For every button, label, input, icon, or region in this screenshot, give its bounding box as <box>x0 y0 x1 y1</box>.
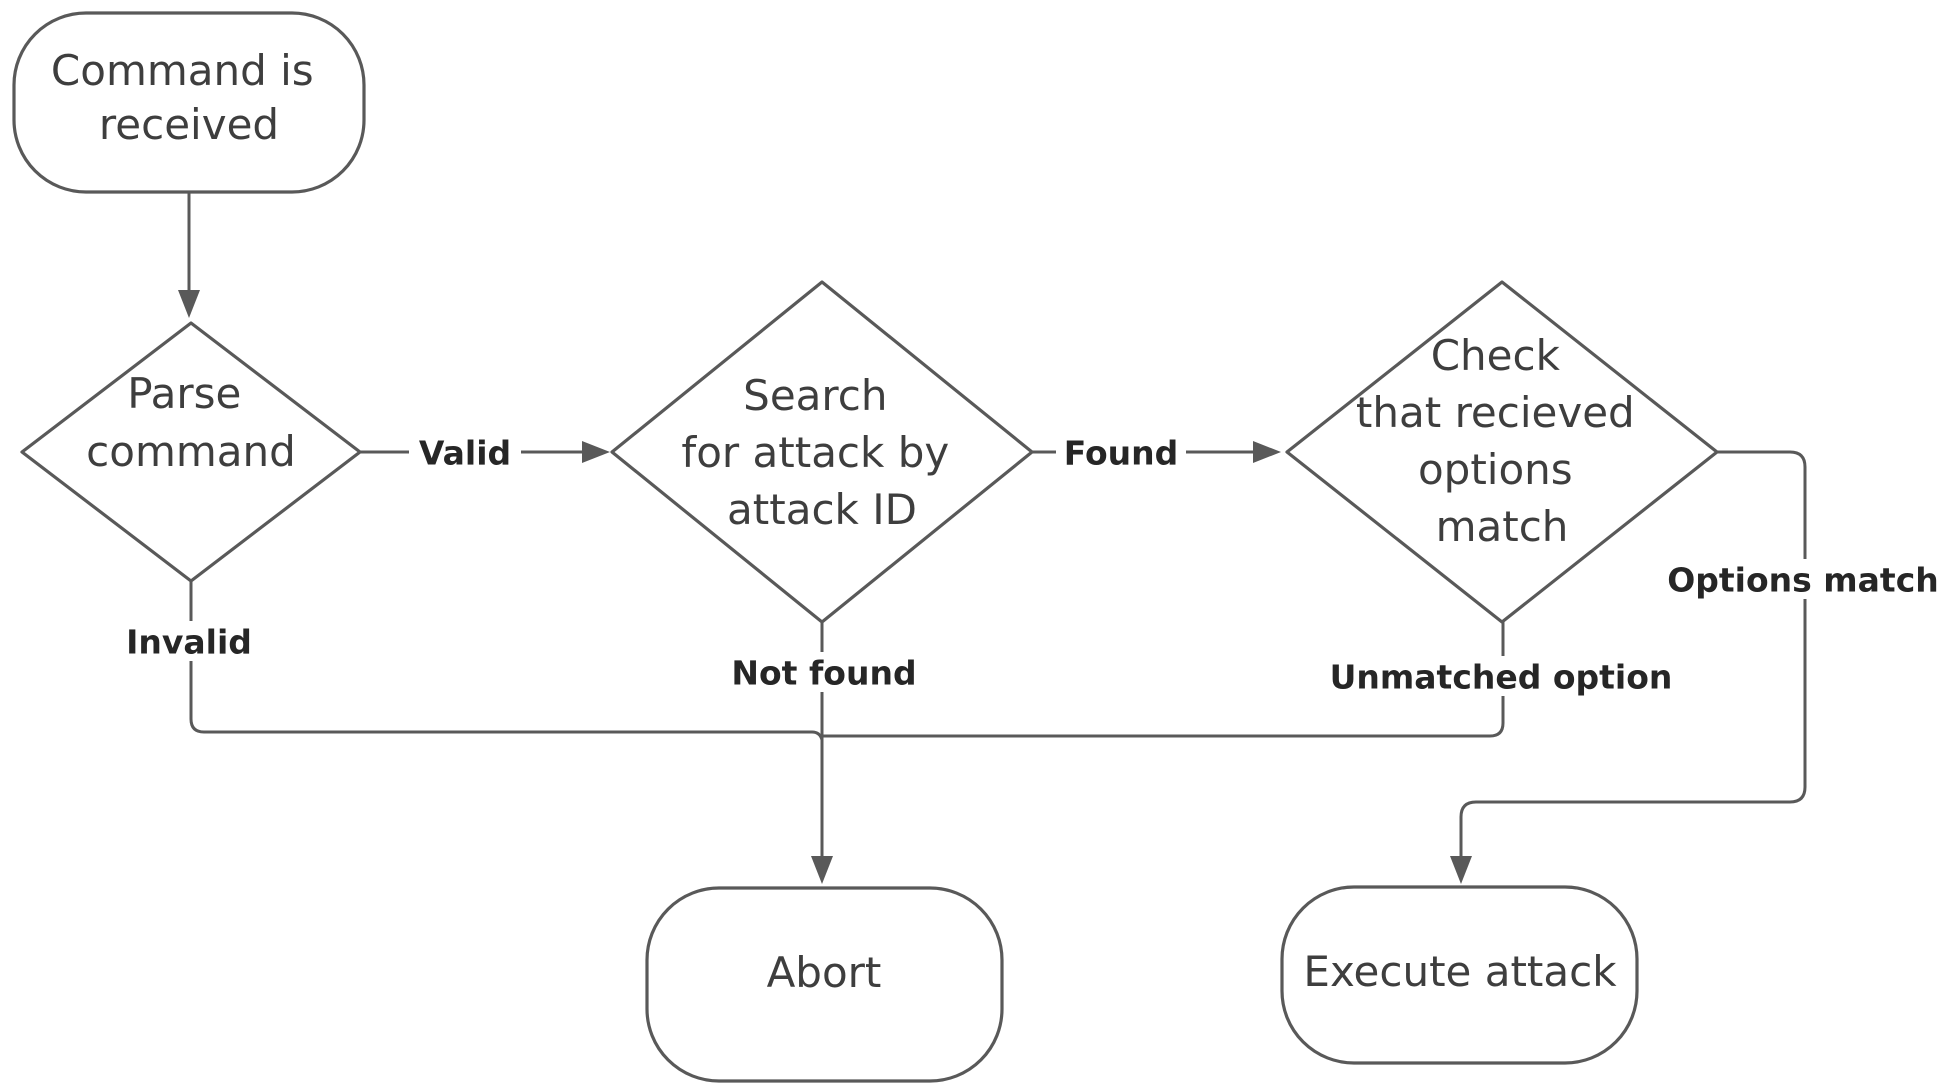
edge-label-invalid-bg <box>119 621 259 661</box>
edge-label-found-bg <box>1056 432 1186 472</box>
node-parse-command-label: Parse command <box>86 369 296 476</box>
node-check-options: Check that recieved options match <box>1285 280 1719 624</box>
arrowhead-search-to-check <box>1253 441 1281 463</box>
node-search-attack: Search for attack by attack ID <box>610 280 1034 624</box>
node-command-received-label: Command is received <box>51 46 327 149</box>
terminator-shape-command-received <box>12 11 366 194</box>
node-execute-attack: Execute attack <box>1280 885 1639 1065</box>
edge-label-valid: Valid <box>409 432 521 473</box>
arrowhead-notfound-to-abort <box>811 856 833 884</box>
arrowhead-check-to-execute <box>1450 856 1472 884</box>
edge-label-found: Found <box>1056 432 1186 473</box>
arrowhead-parse-to-search <box>582 441 610 463</box>
edge-label-options-match-bg <box>1655 559 1951 599</box>
arrowhead-command-to-parse <box>178 290 200 318</box>
edge-label-not-found-text: Not found <box>731 654 916 693</box>
edge-label-found-text: Found <box>1064 434 1179 473</box>
edge-label-options-match: Options match <box>1655 559 1951 600</box>
node-execute-attack-label: Execute attack <box>1303 947 1617 996</box>
terminator-shape-abort <box>645 886 1004 1083</box>
edge-label-unmatched-option-bg <box>1323 656 1679 696</box>
node-search-attack-label: Search for attack by attack ID <box>681 371 962 534</box>
decision-shape-parse-command <box>20 321 362 583</box>
edge-label-valid-bg <box>409 432 521 472</box>
edge-label-invalid: Invalid <box>119 621 259 662</box>
decision-shape-search-attack <box>610 280 1034 624</box>
node-parse-command: Parse command <box>20 321 362 583</box>
decision-shape-check-options <box>1285 280 1719 624</box>
node-command-received: Command is received <box>12 11 366 194</box>
nodes: Command is received Parse command Search… <box>12 11 1719 1083</box>
terminator-shape-execute-attack <box>1280 885 1639 1065</box>
edge-label-valid-text: Valid <box>419 434 511 473</box>
node-abort-label: Abort <box>767 948 882 997</box>
edge-parse-invalid <box>189 581 824 741</box>
edge-label-unmatched-option: Unmatched option <box>1323 656 1679 697</box>
edge-check-unmatched <box>822 622 1505 738</box>
edge-label-not-found: Not found <box>722 652 926 693</box>
edge-label-invalid-text: Invalid <box>126 623 252 662</box>
edge-label-unmatched-option-text: Unmatched option <box>1330 658 1673 697</box>
edge-check-to-execute <box>1459 450 1807 857</box>
edge-labels: Valid Found Invalid Not found Unmatched … <box>119 432 1951 697</box>
node-check-options-label: Check that recieved options match <box>1356 331 1648 551</box>
edge-label-not-found-bg <box>722 652 926 692</box>
edge-label-options-match-text: Options match <box>1667 561 1939 600</box>
node-abort: Abort <box>645 886 1004 1083</box>
